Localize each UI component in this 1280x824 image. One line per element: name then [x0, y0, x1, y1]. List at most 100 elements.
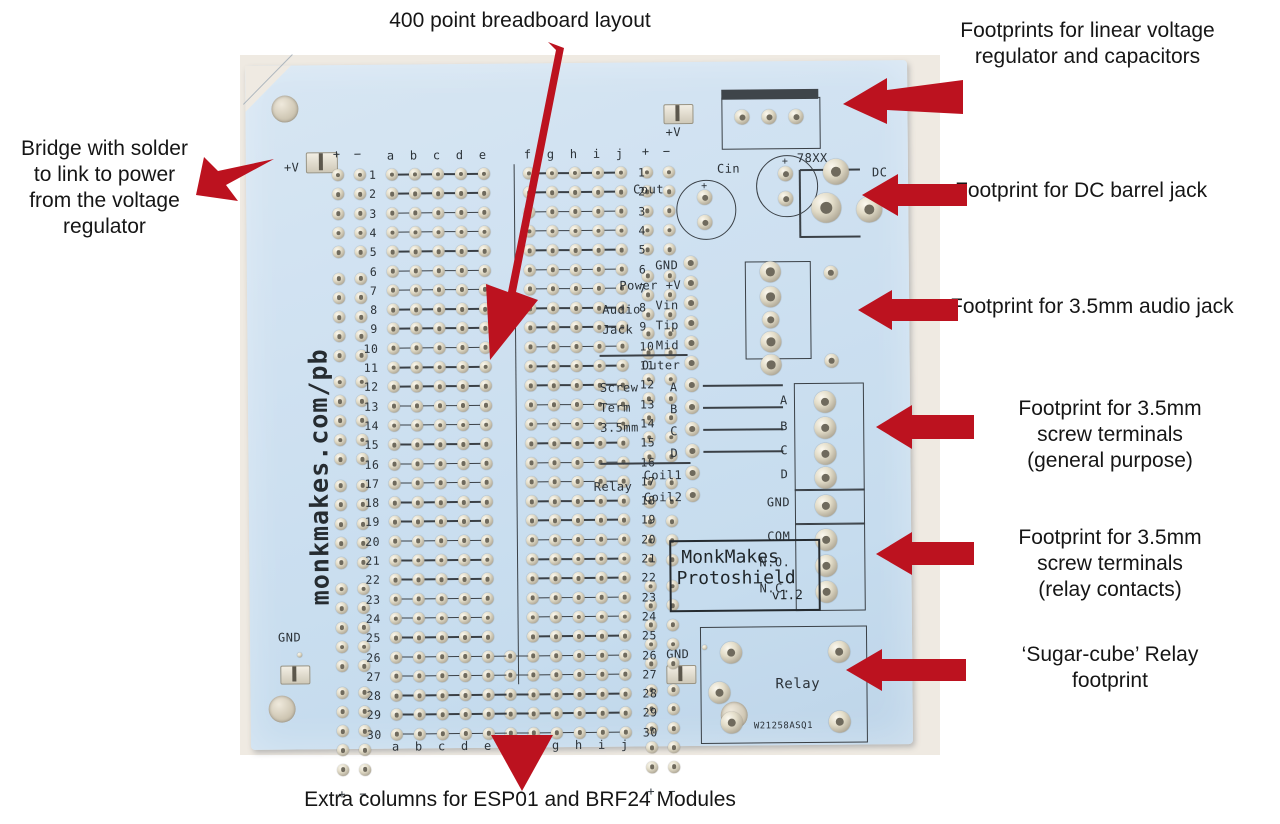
breadboard-trace — [471, 693, 483, 696]
rail-pad-minus-right — [662, 166, 676, 179]
audio-pad-powerv — [683, 275, 699, 291]
rail-pad-plus-left — [334, 414, 347, 427]
breadboard-pad-f29 — [527, 707, 540, 720]
pad-hole — [596, 324, 602, 330]
screw-group-label-3: 3.5mm — [600, 420, 639, 435]
mounting-hole-top-left — [271, 95, 299, 123]
relay-pad-top-left — [720, 641, 743, 664]
breadboard-pad-d1 — [454, 167, 468, 181]
breadboard-trace — [422, 327, 434, 330]
pad-hole — [415, 461, 420, 467]
breadboard-pad-j30 — [619, 726, 632, 739]
breadboard-trace — [537, 461, 549, 464]
pad-hole — [595, 209, 601, 214]
pad-hole — [437, 384, 443, 389]
pad-hole — [667, 227, 672, 233]
row-label-right-21: 21 — [641, 551, 657, 566]
pad-hole — [413, 268, 419, 274]
breadboard-trace — [448, 694, 460, 696]
breadboard-trace — [448, 713, 460, 716]
pad-hole — [649, 745, 655, 751]
breadboard-pad-a27 — [390, 670, 403, 683]
pad-hole — [390, 288, 396, 293]
pad-hole — [392, 558, 398, 564]
breadboard-trace — [539, 635, 551, 638]
extra-column-trace — [494, 732, 507, 735]
breadboard-pad-f27 — [527, 669, 540, 682]
breadboard-pad-c6 — [432, 264, 445, 277]
breadboard-pad-f21 — [526, 553, 539, 566]
pad-hole — [552, 479, 558, 485]
breadboard-trace — [469, 443, 481, 445]
breadboard-pad-a9 — [387, 322, 400, 336]
rail-pad-plus-left — [332, 226, 345, 240]
breadboard-pad-j10 — [616, 340, 629, 353]
pad-hole — [551, 402, 557, 408]
pad-hole — [460, 441, 466, 447]
pad-hole — [552, 518, 558, 524]
pad-hole — [415, 500, 421, 505]
breadboard-pad-a25 — [389, 631, 403, 644]
pad-hole — [462, 654, 468, 659]
pad-hole — [688, 300, 694, 306]
regulator-pin-3 — [788, 109, 804, 125]
pad-hole — [670, 641, 676, 647]
row-label-left-14: 14 — [364, 418, 380, 433]
breadboard-trace — [604, 248, 616, 251]
breadboard-trace — [469, 500, 481, 503]
breadboard-trace — [444, 211, 456, 214]
logo-version: v1.2 — [771, 588, 804, 604]
rail-pad-minus-right — [666, 618, 679, 631]
breadboard-pad-a5 — [386, 245, 399, 258]
terminal-block-label-c: C — [780, 443, 789, 458]
breadboard-trace — [584, 538, 596, 541]
breadboard-trace — [447, 539, 459, 542]
breadboard-pad-e22 — [481, 573, 494, 586]
row-label-left-5: 5 — [369, 244, 378, 260]
silkscreen-plus-v-bridge: +V — [283, 160, 300, 175]
breadboard-trace — [447, 616, 459, 619]
row-label-right-19: 19 — [640, 512, 656, 527]
breadboard-pad-d21 — [458, 553, 471, 567]
breadboard-pad-f25 — [526, 630, 540, 643]
terminal-block-label-gnd: GND — [766, 495, 791, 510]
breadboard-trace — [423, 443, 435, 446]
pad-hole — [393, 635, 399, 641]
silkscreen-cout-plus: + — [701, 180, 708, 192]
pad-hole — [463, 731, 469, 737]
pad-hole — [622, 594, 628, 600]
breadboard-pad-i30 — [596, 726, 609, 739]
breadboard-pad-g14 — [548, 418, 561, 431]
breadboard-pad-i10 — [593, 340, 606, 353]
breadboard-pad-g21 — [549, 553, 562, 566]
pad-hole — [439, 654, 445, 660]
pad-hole — [577, 730, 583, 736]
breadboard-trace — [399, 405, 412, 407]
breadboard-pad-h17 — [571, 475, 584, 488]
breadboard-pad-f26 — [527, 649, 540, 662]
breadboard-pad-a17 — [388, 477, 401, 490]
row-label-left-27: 27 — [366, 669, 382, 684]
rail-minus-label-right: − — [662, 144, 671, 159]
pad-hole — [336, 334, 342, 339]
cin-pad-negative — [778, 191, 794, 207]
rail-pad-minus-right — [667, 722, 680, 735]
pad-hole — [460, 383, 466, 389]
screw-term-label-b: B — [669, 402, 678, 417]
breadboard-trace — [585, 731, 597, 734]
pad-hole — [358, 314, 364, 320]
pad-hole — [688, 340, 695, 346]
breadboard-trace — [468, 307, 480, 310]
annotation-screw-terminals-relay: Footprint for 3.5mm screw terminals (rel… — [1018, 526, 1202, 601]
rail-pad-minus-left — [353, 168, 367, 181]
pad-hole — [338, 541, 344, 546]
pad-hole — [529, 499, 535, 504]
breadboard-trace — [604, 268, 616, 270]
breadboard-trace — [584, 615, 596, 618]
breadboard-pad-j6 — [615, 263, 628, 276]
breadboard-pad-j19 — [617, 513, 631, 527]
breadboard-pad-a12 — [387, 380, 400, 393]
row-label-right-1: 1 — [637, 165, 646, 180]
breadboard-trace — [561, 558, 573, 560]
silkscreen-plus-v-reg: +V — [665, 125, 682, 140]
